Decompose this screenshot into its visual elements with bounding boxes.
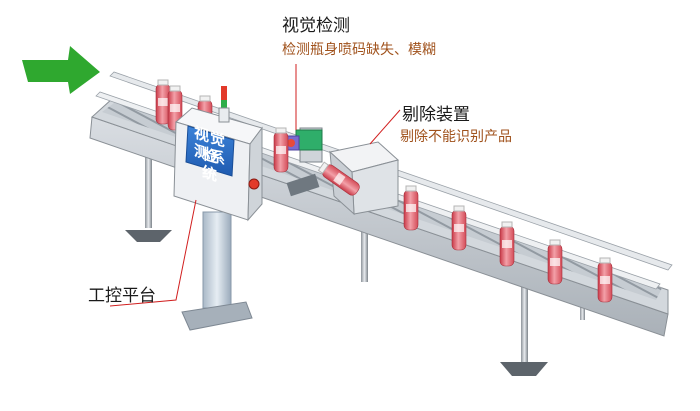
callout-lines	[109, 64, 401, 307]
green-right-arrow-icon	[22, 46, 100, 94]
vision-inspection-title: 视觉检测	[282, 16, 350, 36]
conveyor-legs	[125, 148, 585, 376]
bottle	[499, 221, 515, 267]
bottle	[155, 79, 171, 125]
bottle	[273, 127, 289, 173]
reject-device-desc: 剔除不能识别产品	[400, 129, 512, 145]
vision-inspection-desc: 检测瓶身喷码缺失、模糊	[282, 42, 436, 58]
reject-device-title: 剔除装置	[402, 105, 470, 125]
control-platform-title: 工控平台	[88, 286, 156, 306]
bottle	[597, 257, 613, 303]
bottle	[403, 185, 419, 231]
control-platform	[173, 107, 263, 331]
bottle	[547, 239, 563, 285]
tower-light-icon	[218, 86, 230, 123]
vision-system-screen	[185, 125, 235, 177]
bottle	[451, 205, 467, 251]
bottle	[317, 161, 360, 196]
